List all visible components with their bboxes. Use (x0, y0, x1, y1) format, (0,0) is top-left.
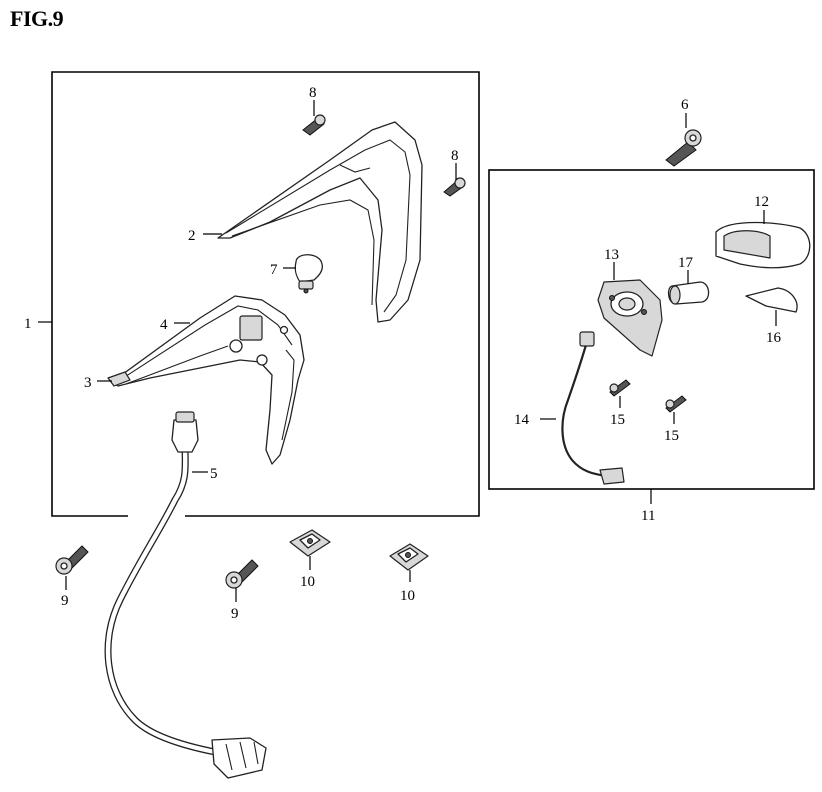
part-2-lamp-housing (217, 121, 423, 323)
part-8-screw-a (302, 114, 326, 136)
part-15-screw-b (665, 395, 687, 413)
callout-15-b: 15 (664, 428, 679, 444)
callout-4: 4 (160, 317, 168, 333)
callout-8-a: 8 (309, 85, 317, 101)
assembly-box-left (51, 71, 480, 517)
part-6-screw (665, 129, 702, 167)
callout-12: 12 (754, 194, 769, 210)
leader-lines (38, 100, 777, 602)
callout-3: 3 (84, 375, 92, 391)
part-5-wire-harness (104, 411, 267, 779)
part-3-lens (107, 371, 131, 387)
callout-9-a: 9 (61, 593, 69, 609)
callout-7: 7 (270, 262, 278, 278)
part-17-small-bulb (667, 281, 710, 305)
callout-8-b: 8 (451, 148, 459, 164)
part-8-screw-b (443, 177, 466, 197)
callout-11: 11 (641, 508, 655, 524)
callout-2: 2 (188, 228, 196, 244)
callout-9-b: 9 (231, 606, 239, 622)
callout-6: 6 (681, 97, 689, 113)
part-9-screw-b (225, 559, 259, 589)
part-10-clip-nut-a (289, 529, 331, 557)
part-12-lens-cover (715, 221, 811, 269)
part-10-clip-nut-b (389, 543, 429, 571)
figure-title: FIG.9 (10, 6, 64, 31)
callout-17: 17 (678, 255, 694, 271)
callout-16: 16 (766, 330, 782, 346)
callout-15-a: 15 (610, 412, 625, 428)
part-14-small-harness (561, 331, 625, 485)
part-4-lamp-bracket (111, 295, 305, 465)
part-7-bulb (294, 254, 323, 294)
callout-10-a: 10 (300, 574, 315, 590)
callout-1: 1 (24, 316, 32, 332)
callout-5: 5 (210, 466, 218, 482)
callout-14: 14 (514, 412, 530, 428)
callout-labels: 1 2 3 4 5 6 7 8 8 9 9 10 10 11 12 13 14 … (24, 85, 782, 622)
part-15-screw-a (609, 379, 631, 397)
part-16-reflector (745, 287, 798, 313)
callout-10-b: 10 (400, 588, 415, 604)
part-9-screw-a (55, 545, 89, 575)
callout-13: 13 (604, 247, 619, 263)
part-13-lamp-base (597, 279, 663, 357)
